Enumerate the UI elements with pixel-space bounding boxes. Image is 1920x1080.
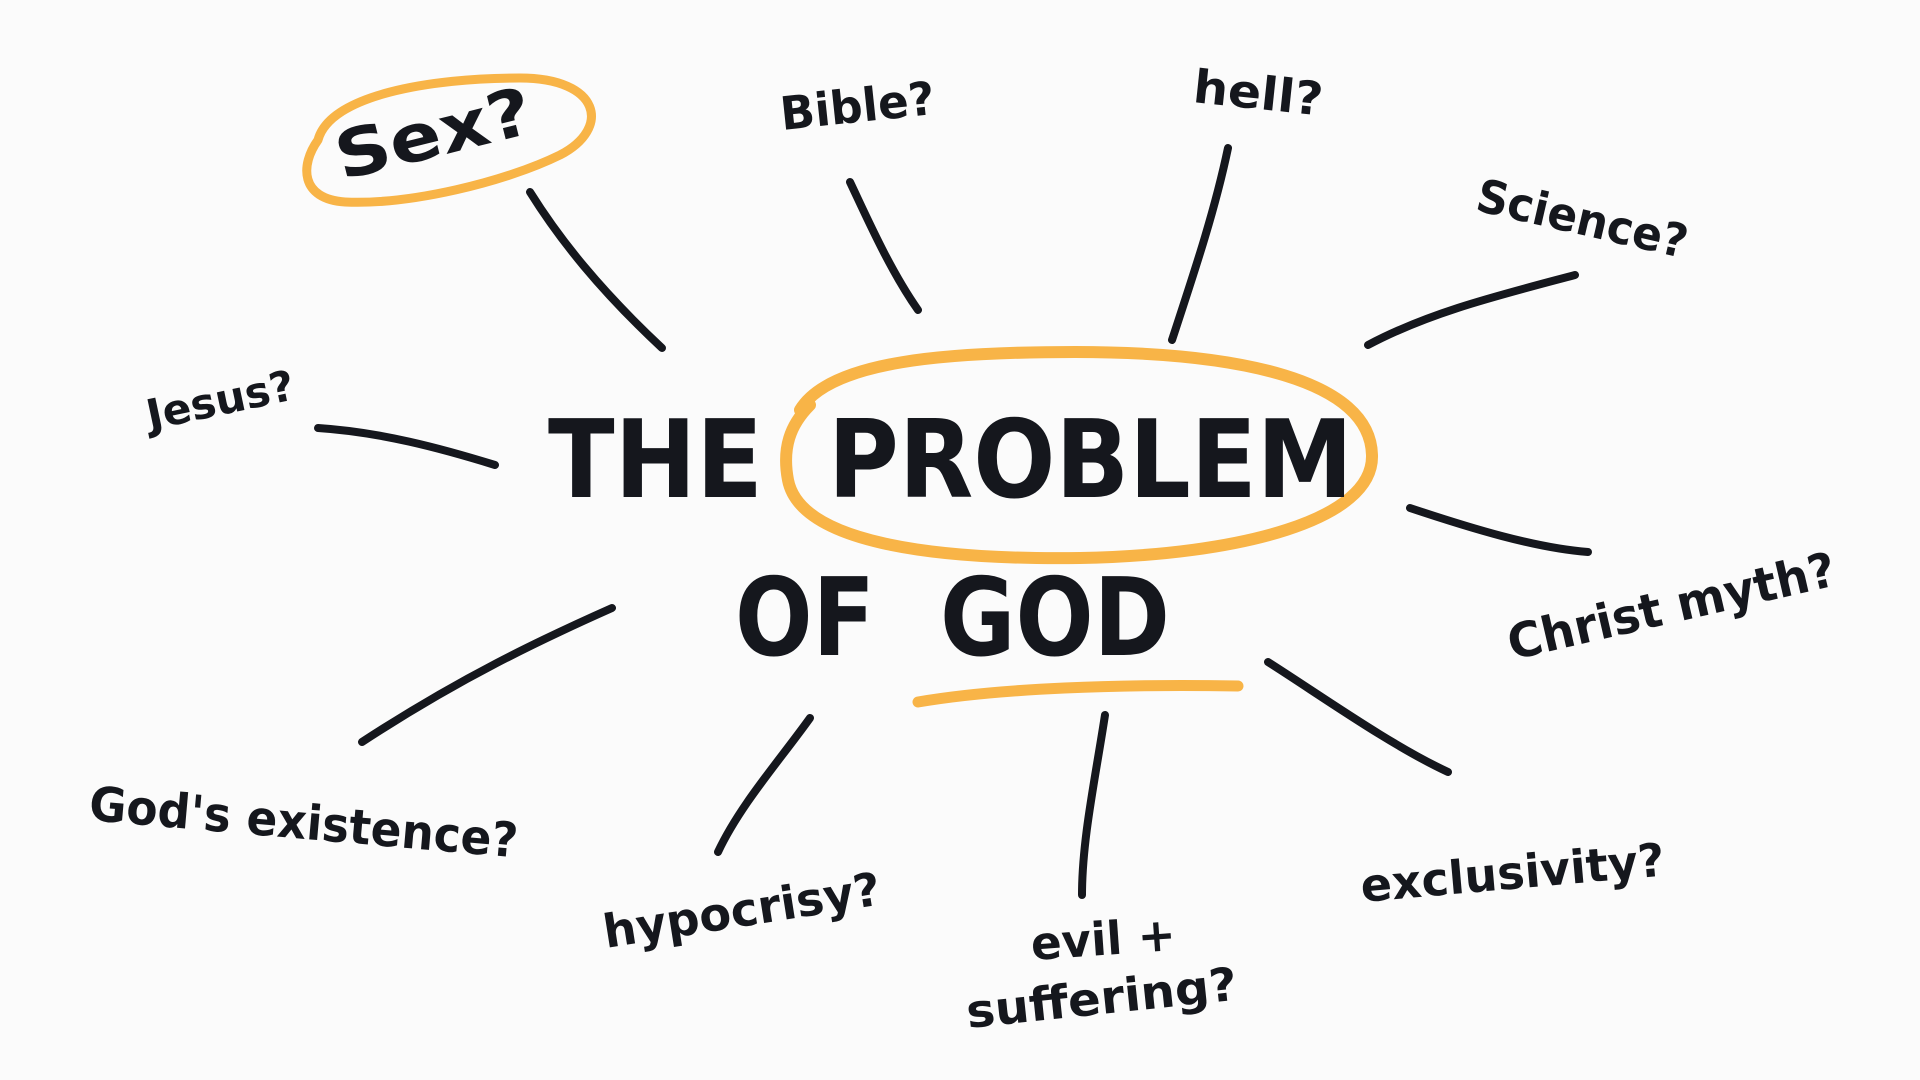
spoke-gods-existence [358, 604, 616, 746]
spoke-evil-suffering [1078, 711, 1109, 899]
spoke-hypocrisy [714, 714, 814, 856]
topic-exclusivity: exclusivity? [1358, 833, 1667, 913]
topic-hell: hell? [1191, 59, 1326, 126]
topic-gods-existence: God's existence? [87, 776, 520, 869]
spoke-exclusivity [1264, 658, 1452, 776]
spoke-hell [1168, 144, 1232, 344]
spoke-sex [526, 188, 666, 352]
spoke-christ-myth [1406, 504, 1592, 556]
topic-jesus: Jesus? [139, 361, 299, 441]
topic-evil-line2: suffering? [964, 957, 1240, 1039]
topic-hypocrisy: hypocrisy? [599, 862, 884, 959]
topic-christ-myth: Christ myth? [1502, 542, 1841, 672]
sex-circle-highlight [302, 73, 596, 207]
highlight-marks [302, 73, 1379, 708]
topic-evil-line1: evil + [1029, 907, 1177, 971]
problem-circle-highlight [780, 345, 1379, 565]
spoke-bible [846, 178, 922, 314]
topic-bible: Bible? [778, 71, 938, 141]
title-word-god: GOD [940, 556, 1170, 681]
spoke-lines [314, 144, 1592, 899]
god-underline-highlight [912, 680, 1244, 708]
spoke-jesus [314, 424, 499, 469]
title-word-problem: PROBLEM [828, 398, 1353, 523]
topic-science: Science? [1472, 168, 1694, 269]
title-word-the: THE [548, 398, 763, 523]
central-title: THE PROBLEM OF GOD [548, 398, 1353, 681]
title-word-of: OF [735, 556, 875, 681]
spoke-science [1364, 271, 1579, 349]
